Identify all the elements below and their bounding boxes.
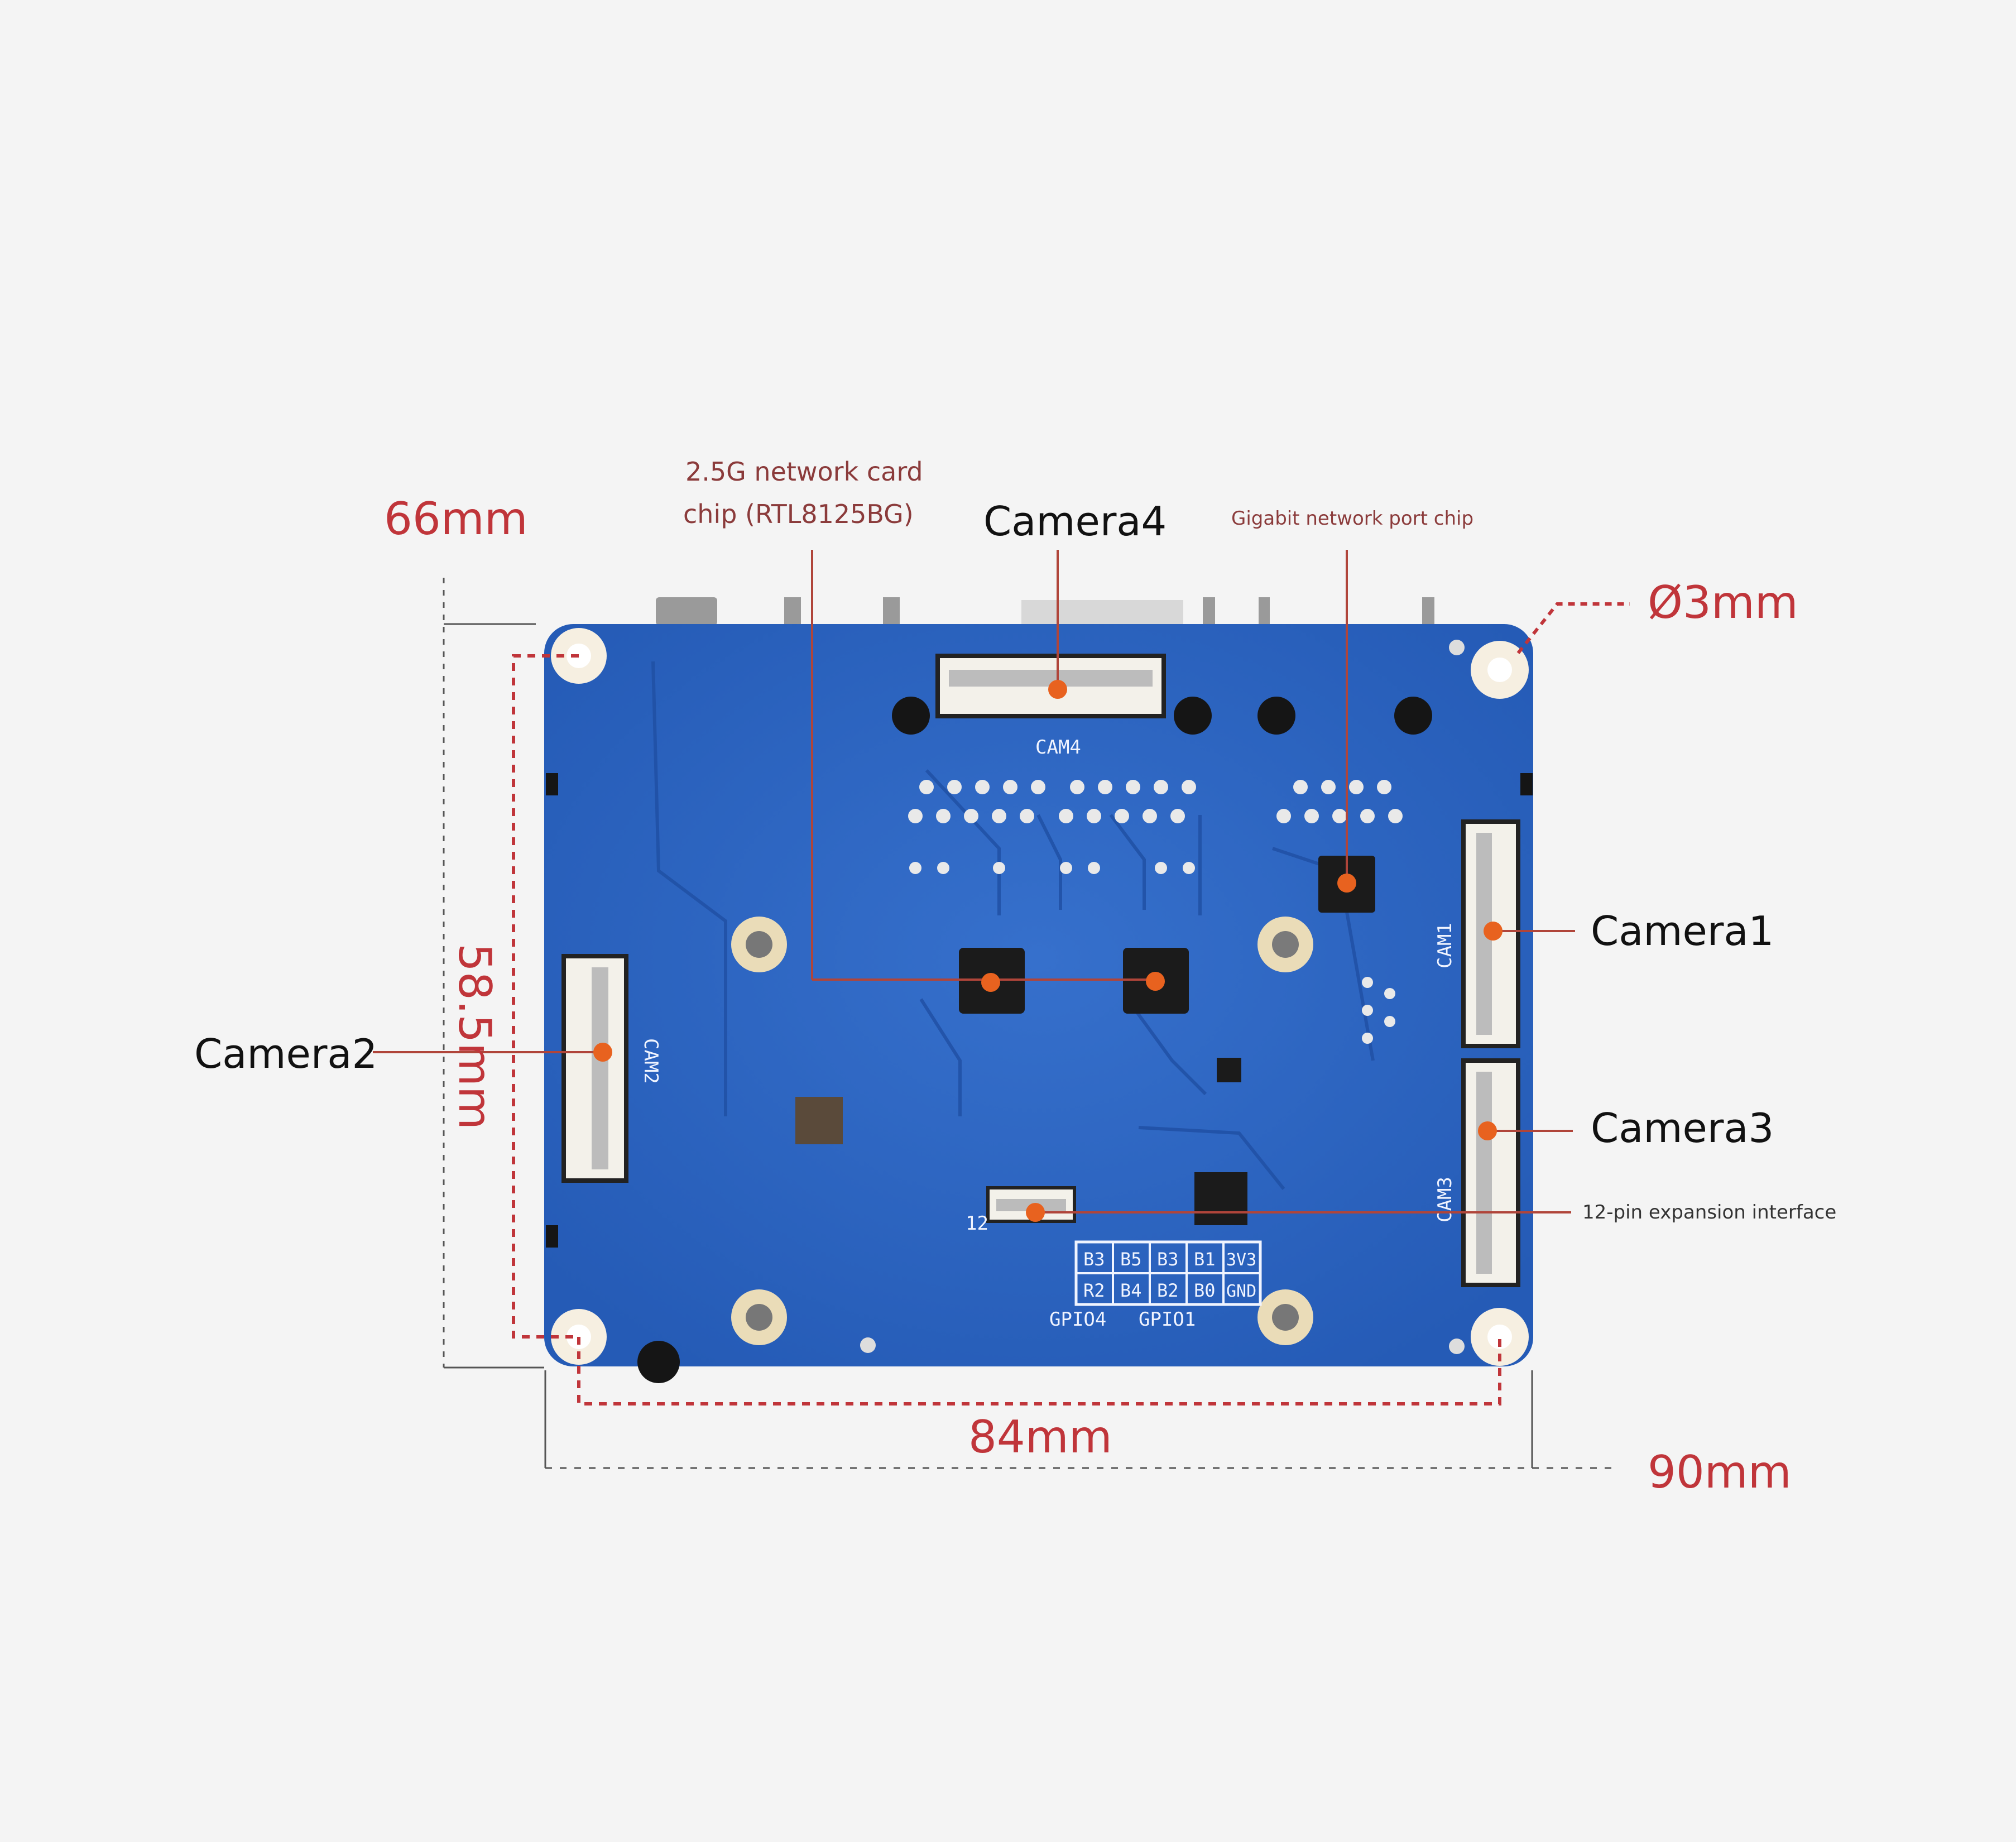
pin-cell: B3 — [1157, 1249, 1179, 1270]
gpio-cells: B3 B5 B3 B1 3V3 R2 B4 B2 B0 GND — [1083, 1249, 1256, 1301]
pin-cell: B1 — [1194, 1249, 1216, 1270]
edge-connectors — [656, 597, 1434, 628]
dimension-width-holes: 84mm — [968, 1411, 1112, 1463]
camera2-connector — [561, 954, 628, 1183]
callout-camera3: Camera3 — [1591, 1105, 1774, 1152]
callout-gigabit-chip: Gigabit network port chip — [1231, 507, 1474, 530]
camera3-connector — [1461, 1058, 1520, 1287]
callout-lines — [373, 550, 1575, 1213]
callout-camera2: Camera2 — [194, 1030, 378, 1077]
dimension-lines — [443, 578, 1630, 1469]
dimension-hole-diameter: Ø3mm — [1648, 577, 1798, 629]
side-parts — [546, 640, 1533, 1383]
callout-dot — [593, 1043, 612, 1062]
callout-dot — [1337, 874, 1356, 893]
pin-cell: B2 — [1157, 1280, 1179, 1301]
pin-cell: B5 — [1120, 1249, 1142, 1270]
camera1-connector — [1461, 819, 1520, 1048]
silk-gpio-left: GPIO4 — [1049, 1308, 1106, 1331]
pin-cell: B0 — [1194, 1280, 1216, 1301]
pin-cell: R2 — [1083, 1280, 1105, 1301]
dimension-width-outer: 90mm — [1648, 1446, 1792, 1498]
callout-dot — [1484, 922, 1503, 941]
callout-camera1: Camera1 — [1591, 908, 1774, 954]
silk-cam2: CAM2 — [640, 1038, 662, 1084]
pin-cell: 3V3 — [1226, 1250, 1256, 1270]
mounting-holes — [551, 628, 1529, 1366]
silk-cam4: CAM4 — [1035, 736, 1081, 759]
callout-dot — [981, 973, 1000, 992]
callout-dot — [1146, 972, 1165, 991]
dimension-height-outer: 66mm — [384, 493, 528, 545]
gpio-table — [1074, 1240, 1262, 1306]
pin-cell: B4 — [1120, 1280, 1142, 1301]
callout-dot — [1048, 680, 1067, 699]
pin-rows — [908, 780, 1403, 1044]
callout-dot — [1478, 1121, 1497, 1140]
callout-dot — [1026, 1203, 1045, 1222]
pin-cell: B3 — [1083, 1249, 1105, 1270]
pin-cell: GND — [1226, 1282, 1256, 1301]
silk-cam3: CAM3 — [1434, 1177, 1456, 1222]
callout-camera4: Camera4 — [983, 498, 1167, 545]
callout-network-chip-line1: 2.5G network card — [685, 457, 923, 487]
dimension-height-holes: 58.5mm — [449, 943, 501, 1130]
silk-header-label: 12 — [966, 1212, 988, 1235]
callout-dots — [593, 680, 1503, 1222]
silk-cam1: CAM1 — [1434, 923, 1456, 968]
callout-network-chip-line2: chip (RTL8125BG) — [683, 499, 914, 529]
silk-gpio-right: GPIO1 — [1139, 1308, 1196, 1331]
callout-expansion: 12-pin expansion interface — [1582, 1201, 1837, 1224]
